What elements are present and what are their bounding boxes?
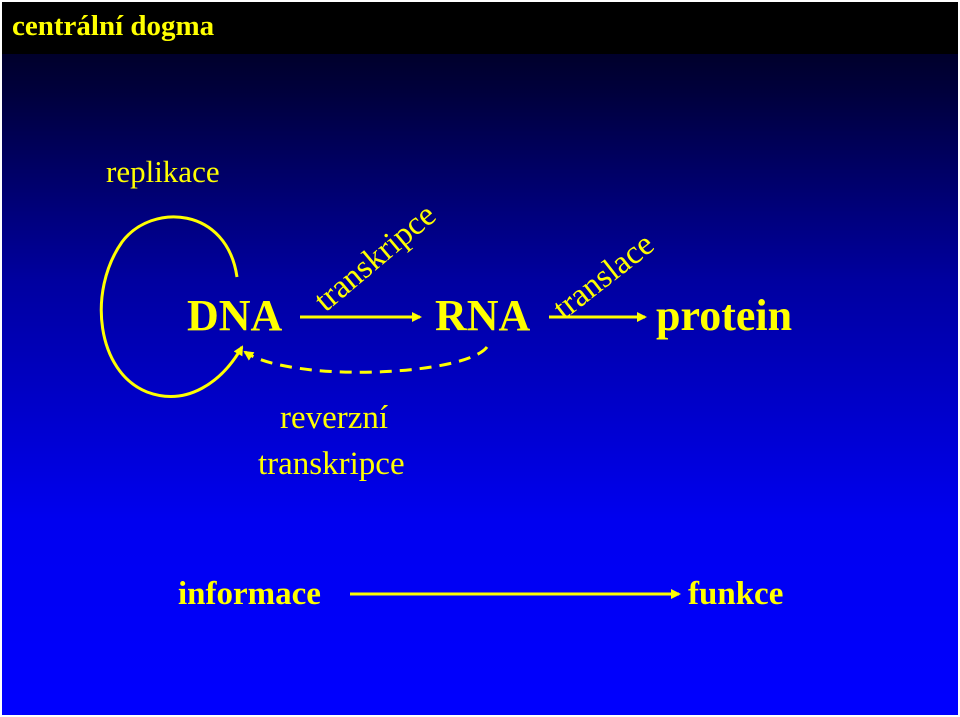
rna-label: RNA: [435, 291, 531, 340]
replication-loop-arrow: [99, 215, 244, 398]
replication-label: replikace: [106, 154, 220, 189]
dna-label: DNA: [187, 291, 283, 340]
function-label: funkce: [688, 576, 784, 612]
reverse-transcription-label-line1: reverzní: [280, 400, 389, 436]
title-bar: centrální dogma: [2, 2, 958, 54]
reverse-transcription-label-line2: transkripce: [258, 446, 405, 482]
reverse-transcription-arrow: [243, 345, 489, 374]
page-title: centrální dogma: [12, 10, 215, 42]
information-label: informace: [178, 576, 321, 612]
protein-label: protein: [656, 291, 793, 340]
